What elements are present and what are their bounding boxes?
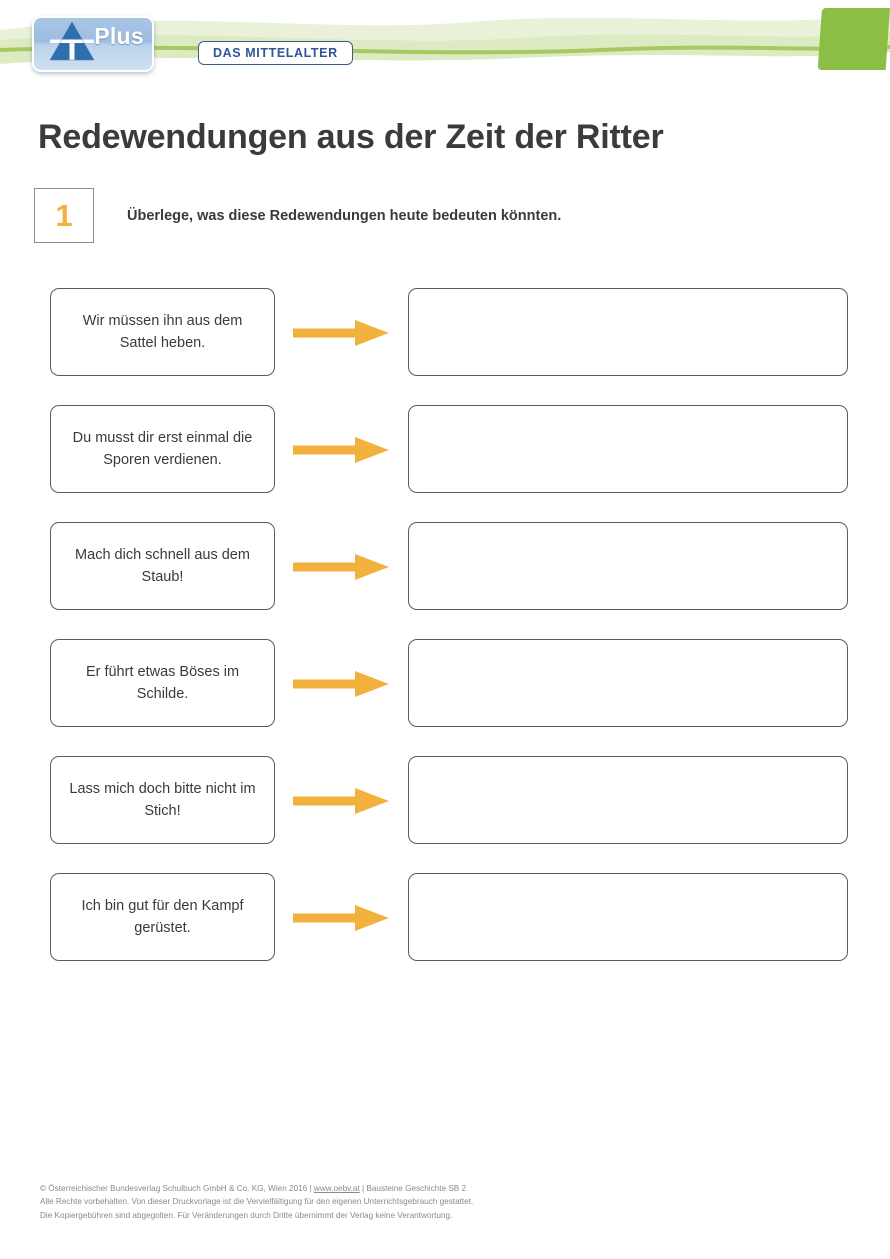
exercise-list: Wir müssen ihn aus dem Sattel heben. Du …	[0, 288, 890, 990]
chapter-tab[interactable]: DAS MITTELALTER	[198, 41, 353, 65]
exercise-row: Er führt etwas Böses im Schilde.	[0, 639, 890, 756]
answer-input-box[interactable]	[408, 405, 848, 493]
phrase-box: Wir müssen ihn aus dem Sattel heben.	[50, 288, 275, 376]
phrase-box: Er führt etwas Böses im Schilde.	[50, 639, 275, 727]
phrase-box: Mach dich schnell aus dem Staub!	[50, 522, 275, 610]
arrow-right-icon	[293, 554, 389, 580]
footer-copyright-text: © Österreichischer Bundesverlag Schulbuc…	[40, 1184, 314, 1193]
header-green-block	[817, 8, 890, 70]
arrow-right-icon	[293, 671, 389, 697]
phrase-box: Lass mich doch bitte nicht im Stich!	[50, 756, 275, 844]
triangle-pyramid-icon	[49, 21, 95, 61]
phrase-box: Ich bin gut für den Kampf gerüstet.	[50, 873, 275, 961]
task-instruction: Überlege, was diese Redewendungen heute …	[127, 207, 562, 224]
arrow-right-icon	[293, 320, 389, 346]
arrow-right-icon	[293, 437, 389, 463]
answer-input-box[interactable]	[408, 873, 848, 961]
publisher-website-link[interactable]: www.oebv.at	[313, 1184, 360, 1193]
answer-input-box[interactable]	[408, 288, 848, 376]
task-header: 1 Überlege, was diese Redewendungen heut…	[34, 188, 561, 243]
exercise-row: Mach dich schnell aus dem Staub!	[0, 522, 890, 639]
answer-input-box[interactable]	[408, 756, 848, 844]
answer-input-box[interactable]	[408, 639, 848, 727]
page-footer: © Österreichischer Bundesverlag Schulbuc…	[40, 1182, 850, 1222]
plus-logo-badge: Plus	[32, 16, 154, 72]
answer-input-box[interactable]	[408, 522, 848, 610]
footer-rights-line: Alle Rechte vorbehalten. Von dieser Druc…	[40, 1197, 474, 1207]
arrow-right-icon	[293, 788, 389, 814]
exercise-row: Wir müssen ihn aus dem Sattel heben.	[0, 288, 890, 405]
footer-copyright-line: © Österreichischer Bundesverlag Schulbuc…	[40, 1182, 850, 1195]
logo-text: Plus	[94, 23, 144, 49]
task-number-badge: 1	[34, 188, 94, 243]
arrow-right-icon	[293, 905, 389, 931]
exercise-row: Ich bin gut für den Kampf gerüstet.	[0, 873, 890, 990]
page-title: Redewendungen aus der Zeit der Ritter	[38, 118, 664, 156]
phrase-box: Du musst dir erst einmal die Sporen verd…	[50, 405, 275, 493]
exercise-row: Du musst dir erst einmal die Sporen verd…	[0, 405, 890, 522]
footer-series-text: | Bausteine Geschichte SB 2	[359, 1184, 467, 1193]
page-header: Plus DAS MITTELALTER	[0, 0, 890, 90]
footer-fees-line: Die Kopiergebühren sind abgegolten. Für …	[40, 1210, 453, 1220]
exercise-row: Lass mich doch bitte nicht im Stich!	[0, 756, 890, 873]
